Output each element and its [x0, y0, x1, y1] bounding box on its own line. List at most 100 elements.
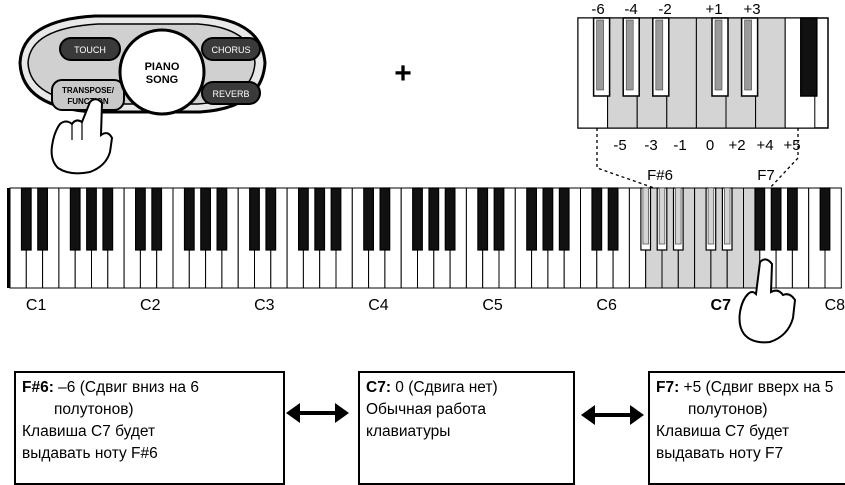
box-middle-line3: клавиатуры	[366, 423, 451, 440]
black-key	[135, 187, 146, 251]
main-keyboard	[7, 187, 842, 289]
black-key	[330, 187, 342, 251]
box-left-line4: выдавать ноту F#6	[22, 445, 158, 462]
black-key	[493, 187, 505, 251]
black-key	[69, 187, 81, 251]
mini-top-label: -4	[624, 1, 637, 18]
connector-left	[596, 128, 661, 191]
reverb-button[interactable]: REVERB	[201, 81, 261, 105]
transpose-label-1: TRANSPOSE/	[62, 86, 115, 95]
black-key	[86, 187, 97, 251]
black-key	[526, 187, 537, 251]
black-key	[558, 187, 570, 251]
black-key	[754, 187, 766, 251]
mini-bottom-label: -3	[644, 137, 657, 154]
black-key	[151, 187, 163, 251]
black-key	[20, 187, 32, 251]
piano-song-label-2: SONG	[146, 74, 178, 86]
chorus-label: CHORUS	[211, 45, 250, 55]
black-key	[770, 187, 782, 251]
black-key-highlight	[658, 187, 666, 245]
info-box-f-sharp-6: F#6: –6 (Сдвиг вниз на 6 полутонов) Клав…	[14, 371, 285, 485]
black-key	[607, 187, 619, 251]
mini-bottom-label: 0	[706, 137, 714, 154]
black-key-highlight	[724, 187, 731, 245]
box-right-line4: выдавать ноту F7	[656, 445, 784, 462]
mini-bottom-label: +4	[756, 137, 773, 154]
black-key	[298, 187, 309, 251]
box-left-line1: –6 (Сдвиг вниз на 6	[53, 379, 199, 396]
mini-top-label: -6	[591, 1, 604, 18]
mini-top-label: +1	[705, 1, 722, 18]
box-left-note: F#6:	[22, 379, 54, 396]
connector-right	[767, 128, 799, 191]
black-key	[819, 187, 831, 251]
piano-song-label-1: PIANO	[145, 61, 180, 73]
octave-label-c4: C4	[368, 297, 389, 314]
octave-label-c6: C6	[596, 297, 617, 314]
box-right-line3: Клавиша C7 будет	[656, 423, 790, 440]
box-middle-note: C7:	[366, 379, 391, 396]
hand-on-c7-icon	[738, 258, 797, 344]
octave-label-c1: C1	[26, 297, 47, 314]
mini-black-key-shade	[655, 19, 664, 91]
black-key	[477, 187, 489, 251]
black-key	[786, 187, 798, 251]
info-box-f7: F7: +5 (Сдвиг вверх на 5 полутонов) Клав…	[648, 371, 845, 485]
mini-bottom-label: +5	[783, 137, 800, 154]
black-key	[542, 187, 554, 251]
black-key	[314, 187, 326, 251]
mini-black-key-shade	[744, 19, 752, 91]
marker-f-sharp-6: F#6	[647, 167, 673, 184]
mini-black-key-shade	[596, 19, 604, 91]
touch-label: TOUCH	[74, 45, 106, 55]
black-key	[200, 187, 212, 251]
marker-f7: F7	[757, 167, 775, 184]
black-key	[183, 187, 195, 251]
mini-top-label: +3	[743, 1, 760, 18]
box-middle-line1: 0 (Сдвига нет)	[390, 379, 498, 396]
black-key	[428, 187, 440, 251]
black-key-highlight	[707, 187, 715, 245]
mini-bottom-label: -5	[613, 137, 626, 154]
chorus-button[interactable]: CHORUS	[201, 37, 261, 61]
mini-white-key	[755, 17, 786, 129]
touch-button[interactable]: TOUCH	[59, 37, 121, 61]
mini-black-key-shade	[714, 19, 723, 91]
octave-label-c8: C8	[825, 297, 845, 314]
black-key	[37, 187, 48, 251]
black-key-highlight	[675, 187, 682, 245]
piano-song-button[interactable]: PIANO SONG	[118, 28, 206, 116]
black-key	[444, 187, 456, 251]
black-key	[591, 187, 603, 251]
double-arrow-left	[286, 403, 349, 423]
black-key	[249, 187, 260, 251]
black-key	[412, 187, 423, 251]
transpose-label-2: FUNCTION	[67, 97, 109, 106]
reverb-label: REVERB	[212, 89, 249, 99]
mini-bottom-label: -1	[673, 137, 686, 154]
black-key	[216, 187, 228, 251]
mini-top-label: -2	[658, 1, 671, 18]
double-arrow-right	[581, 405, 644, 425]
octave-label-c7: C7	[711, 297, 732, 314]
info-box-c7: C7: 0 (Сдвига нет) Обычная работа клавиа…	[358, 371, 575, 485]
box-left-line2: полутонов)	[54, 401, 134, 418]
octave-label-c5: C5	[482, 297, 503, 314]
plus-sign: +	[394, 57, 412, 90]
black-key	[363, 187, 374, 251]
mini-white-key	[666, 17, 697, 129]
mini-black-key-shade	[625, 19, 634, 91]
box-right-line2: полутонов)	[688, 401, 768, 418]
control-panel: TOUCH CHORUS REVERB TRANSPOSE/ FUNCTION …	[18, 14, 267, 175]
octave-label-c3: C3	[254, 297, 275, 314]
black-key	[102, 187, 114, 251]
box-right-line1: +5 (Сдвиг вверх на 5	[679, 379, 834, 396]
black-key	[265, 187, 277, 251]
black-key	[379, 187, 391, 251]
box-left-line3: Клавиша C7 будет	[22, 423, 156, 440]
black-key-highlight	[642, 187, 649, 245]
